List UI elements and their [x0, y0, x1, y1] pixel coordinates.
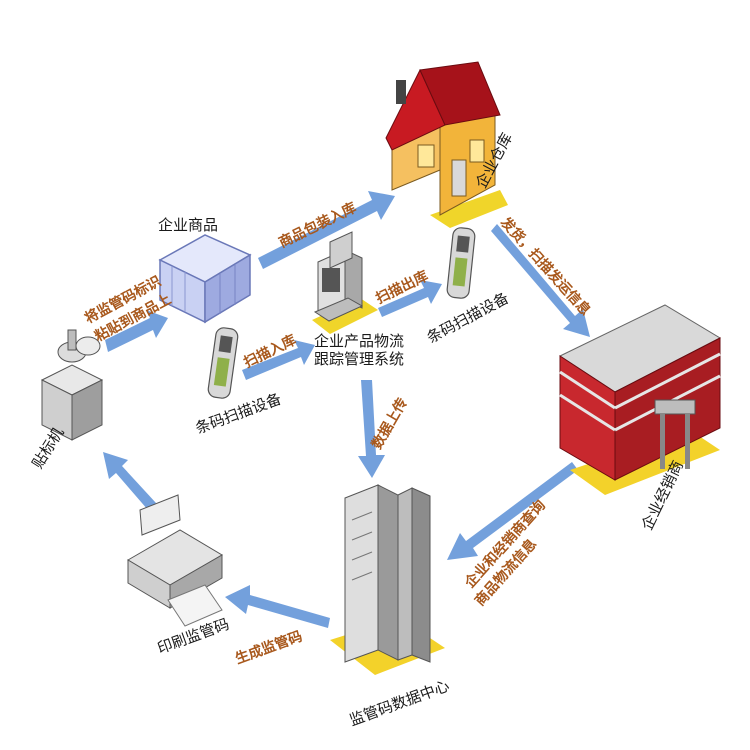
warehouse-house-icon [385, 61, 508, 228]
goods-box-icon [158, 234, 252, 324]
system-label-line2: 跟踪管理系统 [314, 350, 405, 368]
arrow-ship [491, 224, 590, 337]
scanner-left-icon [207, 327, 239, 399]
printer-icon [127, 494, 223, 627]
arrow-upload [358, 380, 385, 478]
arrow-scan-out [378, 280, 442, 317]
arrow-pack-in [258, 191, 395, 269]
goods-label: 企业商品 [158, 216, 219, 234]
labeler-machine-icon [40, 329, 104, 441]
arrow-attach [105, 310, 168, 352]
arrow-query [447, 462, 578, 560]
scanner-right-icon [446, 227, 476, 299]
system-label-line1: 企业产品物流 [314, 332, 405, 350]
arrow-generate [225, 585, 330, 628]
computer-system-icon [312, 231, 378, 334]
arrow-to-labeler [103, 452, 156, 510]
arrow-scan-in [242, 340, 315, 380]
distributor-building-icon [558, 304, 722, 495]
datacenter-server-icon [330, 484, 445, 675]
